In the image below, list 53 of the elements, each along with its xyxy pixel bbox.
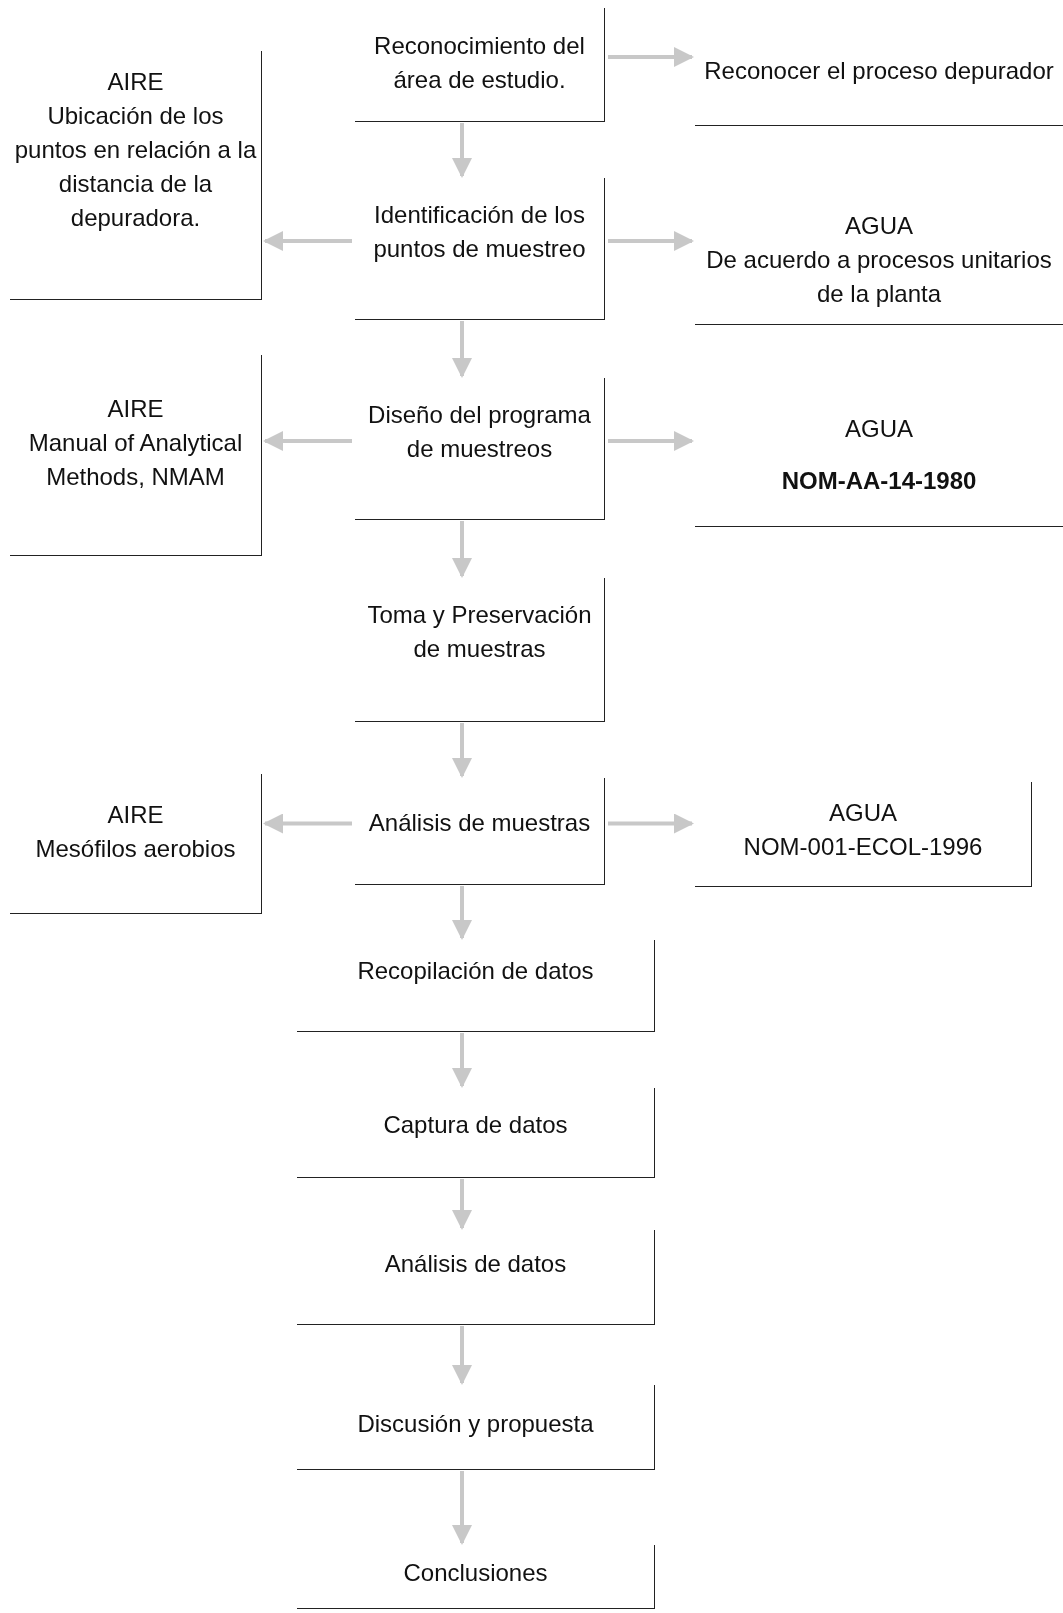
arrow <box>608 47 694 67</box>
node-text: De acuerdo a procesos unitarios de la planta <box>705 245 1053 309</box>
arrow <box>452 1033 472 1088</box>
arrow <box>452 1326 472 1385</box>
node-text: Toma y Preservación de muestras <box>366 599 593 664</box>
arrow <box>452 886 472 940</box>
process-box <box>355 178 605 320</box>
arrow <box>608 231 694 251</box>
process-box <box>297 1088 655 1178</box>
section-heading: AIRE <box>107 799 164 830</box>
node-text: Manual of Analytical Methods, NMAM <box>27 428 244 492</box>
arrow <box>263 231 352 251</box>
node-text: Identificación de los puntos de muestreo <box>372 199 587 264</box>
node-text: Diseño del programa de muestreos <box>367 399 592 464</box>
process-box <box>355 778 605 885</box>
section-heading: AIRE <box>107 67 164 97</box>
node-text: Recopilación de datos <box>357 955 594 986</box>
arrow <box>263 813 352 834</box>
arrow <box>452 521 472 578</box>
section-heading: AIRE <box>107 394 164 424</box>
node-text: NOM-AA-14-1980 <box>781 465 977 496</box>
section-heading: AGUA <box>845 413 913 444</box>
section-heading: AGUA <box>845 211 913 241</box>
process-box <box>10 774 262 914</box>
node-text: Captura de datos <box>383 1109 568 1140</box>
arrow <box>452 123 472 178</box>
arrow <box>608 813 694 834</box>
process-box <box>297 1230 655 1325</box>
process-box <box>355 8 605 122</box>
process-box <box>297 940 655 1032</box>
node-text: Discusión y propuesta <box>357 1409 594 1439</box>
node-text: Reconocer el proceso depurador <box>704 55 1054 86</box>
section-heading: AGUA <box>829 798 897 828</box>
node-text: Ubicación de los puntos en relación a la distancia de la depuradora. <box>13 101 258 233</box>
arrow <box>452 723 472 778</box>
node-text: NOM-001-ECOL-1996 <box>743 832 983 862</box>
process-box <box>10 355 262 556</box>
process-box <box>355 578 605 722</box>
process-box <box>10 51 262 300</box>
node-text: Análisis de muestras <box>368 808 591 838</box>
node-text: Mesófilos aerobios <box>35 833 236 864</box>
node-text: Reconocimiento del área de estudio. <box>373 30 586 95</box>
arrow <box>452 1471 472 1545</box>
process-box <box>297 1545 655 1609</box>
process-box <box>355 378 605 520</box>
process-box <box>297 1385 655 1470</box>
arrow <box>452 1179 472 1230</box>
node-text: Conclusiones <box>403 1557 548 1588</box>
arrow <box>263 431 352 451</box>
arrow <box>452 321 472 378</box>
node-text: Análisis de datos <box>384 1249 567 1279</box>
arrow <box>608 431 694 451</box>
process-box <box>695 782 1032 887</box>
